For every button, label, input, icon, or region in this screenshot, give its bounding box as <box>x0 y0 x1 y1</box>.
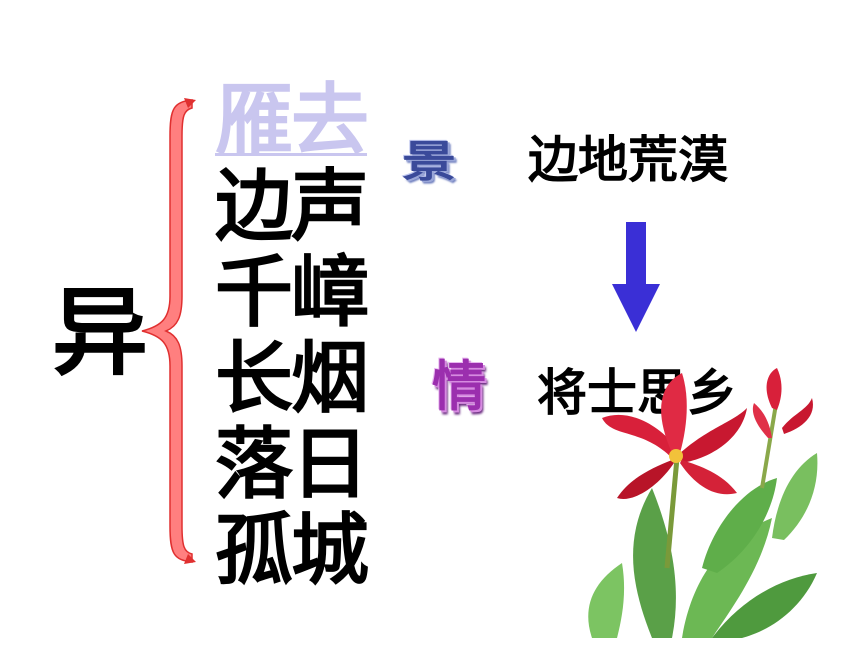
list-item: 雁去 <box>215 76 369 166</box>
list-item: 孤城 <box>215 506 369 596</box>
qing-label: 情 <box>432 355 486 418</box>
list-item: 长烟 <box>215 334 369 424</box>
flower-illustration <box>588 368 818 638</box>
list-item: 边声 <box>215 162 369 252</box>
list-item: 千嶂 <box>215 248 369 338</box>
emotion-phrase: 将士思乡 <box>537 364 737 422</box>
scene-phrase: 边地荒漠 <box>528 131 728 189</box>
word-list: 雁去 边声 千嶂 长烟 落日 孤城 <box>215 76 369 596</box>
arrow-down-icon <box>612 222 660 332</box>
main-character: 异 <box>52 277 148 389</box>
list-item: 落日 <box>215 420 369 510</box>
left-brace <box>141 98 196 564</box>
jing-label: 景 <box>402 136 456 187</box>
